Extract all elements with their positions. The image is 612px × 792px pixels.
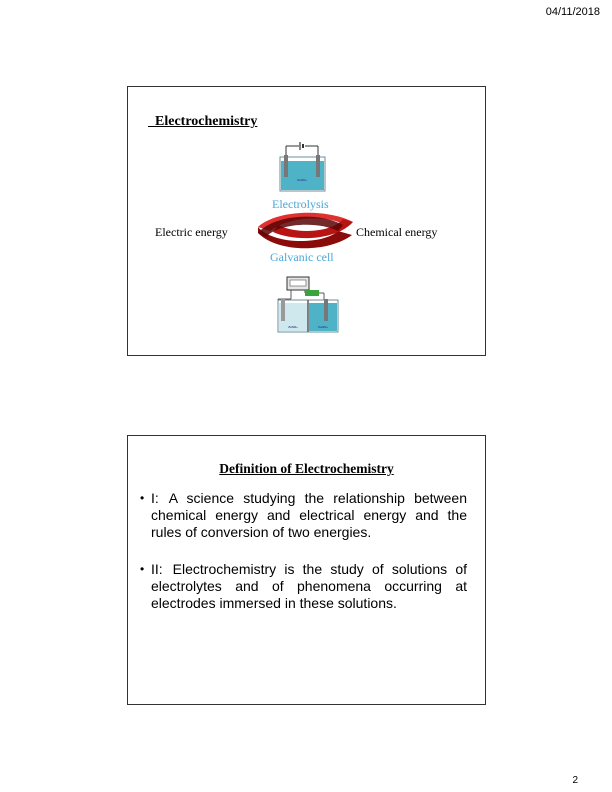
- definition-item: II:Electrochemistry is the study of solu…: [140, 561, 467, 612]
- definition-item: I:A science studying the relationship be…: [140, 490, 467, 541]
- slide-electrochemistry-overview: Electrochemistry CuSO₄: [127, 86, 486, 356]
- slide2-title-underlined: Definition: [219, 461, 278, 476]
- electric-energy-label: Electric energy: [155, 225, 228, 239]
- electrochemistry-diagram: CuSO₄ ZnSO₄ CuSO₄: [258, 142, 353, 333]
- electrolysis-label: Electrolysis: [272, 197, 329, 211]
- slide1-title: Electrochemistry: [155, 114, 258, 129]
- copper-sulfate-label: CuSO₄: [318, 325, 328, 329]
- page-number: 2: [572, 775, 578, 786]
- definition-text: A science studying the relationship betw…: [151, 490, 467, 540]
- galvanic-cell-icon: ZnSO₄ CuSO₄: [277, 276, 339, 333]
- slide2-title-rest: of Electrochemistry: [277, 461, 394, 476]
- slide2-title: Definition of Electrochemistry: [128, 461, 485, 477]
- definition-number: I:: [151, 490, 159, 506]
- electrolysis-cell-icon: CuSO₄: [279, 142, 326, 192]
- galvanic-cell-label: Galvanic cell: [270, 250, 334, 264]
- zinc-sulfate-label: ZnSO₄: [288, 325, 298, 329]
- header-date: 04/11/2018: [545, 6, 600, 18]
- definition-number: II:: [151, 561, 163, 577]
- energy-conversion-arrows-icon: [258, 212, 353, 249]
- slide-definition: Definition of Electrochemistry I:A scien…: [127, 435, 486, 705]
- definition-list: I:A science studying the relationship be…: [140, 490, 467, 612]
- top-beaker-label: CuSO₄: [297, 178, 307, 182]
- chemical-energy-label: Chemical energy: [356, 225, 438, 239]
- definition-text: Electrochemistry is the study of solutio…: [151, 561, 467, 611]
